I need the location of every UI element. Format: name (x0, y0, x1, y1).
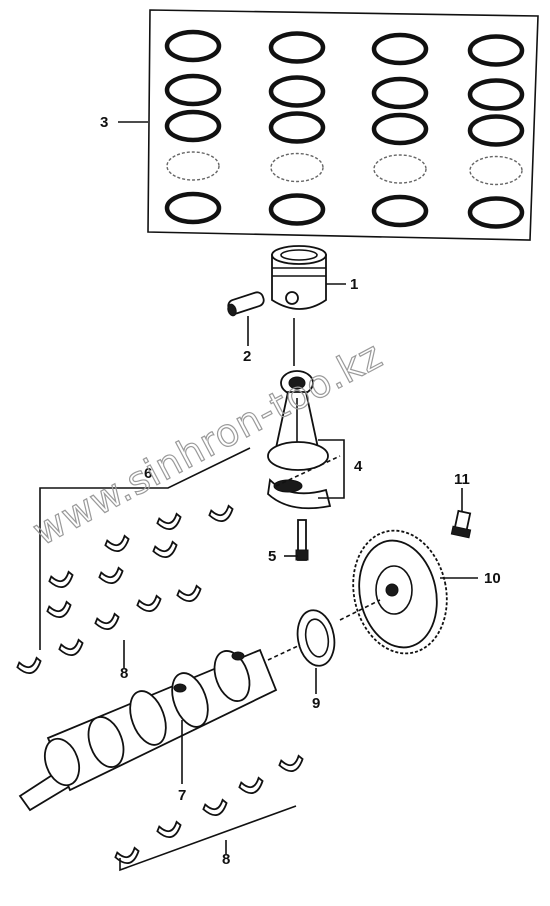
callout-8-upper: 8 (120, 665, 128, 682)
piston-ring (164, 73, 222, 107)
piston-ring (164, 109, 222, 143)
callout-2: 2 (243, 348, 251, 365)
callout-8-lower: 8 (222, 851, 230, 868)
callout-6: 6 (144, 465, 152, 482)
bearing-shell-icon (202, 798, 228, 816)
bolt-icon (450, 509, 472, 539)
bearing-shell-icon (278, 754, 304, 772)
callout-11: 11 (454, 471, 470, 488)
bearing-shell-icon (98, 566, 124, 584)
oil-seal-icon (296, 609, 336, 667)
watermark-text: www.sinhron-too.kz (26, 332, 390, 553)
bearing-shell-icon (208, 504, 234, 522)
ring-set-border (147, 9, 539, 241)
piston-ring (469, 155, 523, 186)
leader-lines (39, 121, 478, 872)
piston-ring (467, 114, 525, 147)
piston-ring (371, 76, 429, 110)
callout-1: 1 (350, 276, 358, 293)
callout-7: 7 (178, 787, 186, 804)
piston-ring (270, 152, 324, 183)
piston-ring (371, 112, 429, 146)
piston-ring (467, 34, 525, 67)
bearing-shell-icon (48, 570, 74, 588)
piston-ring (371, 194, 429, 228)
bearing-shell-icon (94, 612, 120, 630)
pin-icon (227, 291, 265, 317)
piston-ring (166, 151, 220, 181)
bearing-shell-set-lower (114, 754, 304, 864)
callout-5: 5 (268, 548, 276, 565)
bearing-shell-icon (114, 846, 140, 864)
piston-ring (164, 191, 222, 225)
callout-3: 3 (100, 114, 108, 131)
bearing-shell-icon (156, 512, 182, 530)
conrod-bolt-icon (295, 519, 309, 561)
piston-ring (371, 32, 429, 66)
crankshaft-icon (18, 648, 278, 812)
callout-4: 4 (354, 458, 363, 475)
callout-10: 10 (484, 570, 501, 587)
bearing-shell-icon (16, 656, 42, 674)
piston-ring (268, 31, 326, 64)
piston-ring (467, 196, 525, 229)
callout-9: 9 (312, 695, 320, 712)
bearing-shell-icon (58, 638, 84, 656)
bearing-shell-icon (136, 594, 162, 612)
bearing-shell-set-upper (16, 504, 234, 674)
bearing-shell-icon (238, 776, 264, 794)
ring-grid (164, 29, 525, 229)
piston-ring (467, 78, 525, 111)
piston-icon (271, 245, 327, 310)
bearing-shell-icon (104, 534, 130, 552)
bearing-shell-icon (46, 600, 72, 618)
piston-ring (164, 29, 222, 63)
piston-ring (268, 111, 326, 144)
piston-ring-set (147, 9, 539, 241)
bearing-shell-icon (156, 820, 182, 838)
flywheel-icon (352, 529, 448, 655)
conrod-icon (267, 370, 332, 510)
piston-ring (268, 75, 326, 108)
piston-ring (268, 193, 326, 226)
piston-ring (373, 154, 427, 184)
bearing-shell-icon (152, 540, 178, 558)
bearing-shell-icon (176, 584, 202, 602)
